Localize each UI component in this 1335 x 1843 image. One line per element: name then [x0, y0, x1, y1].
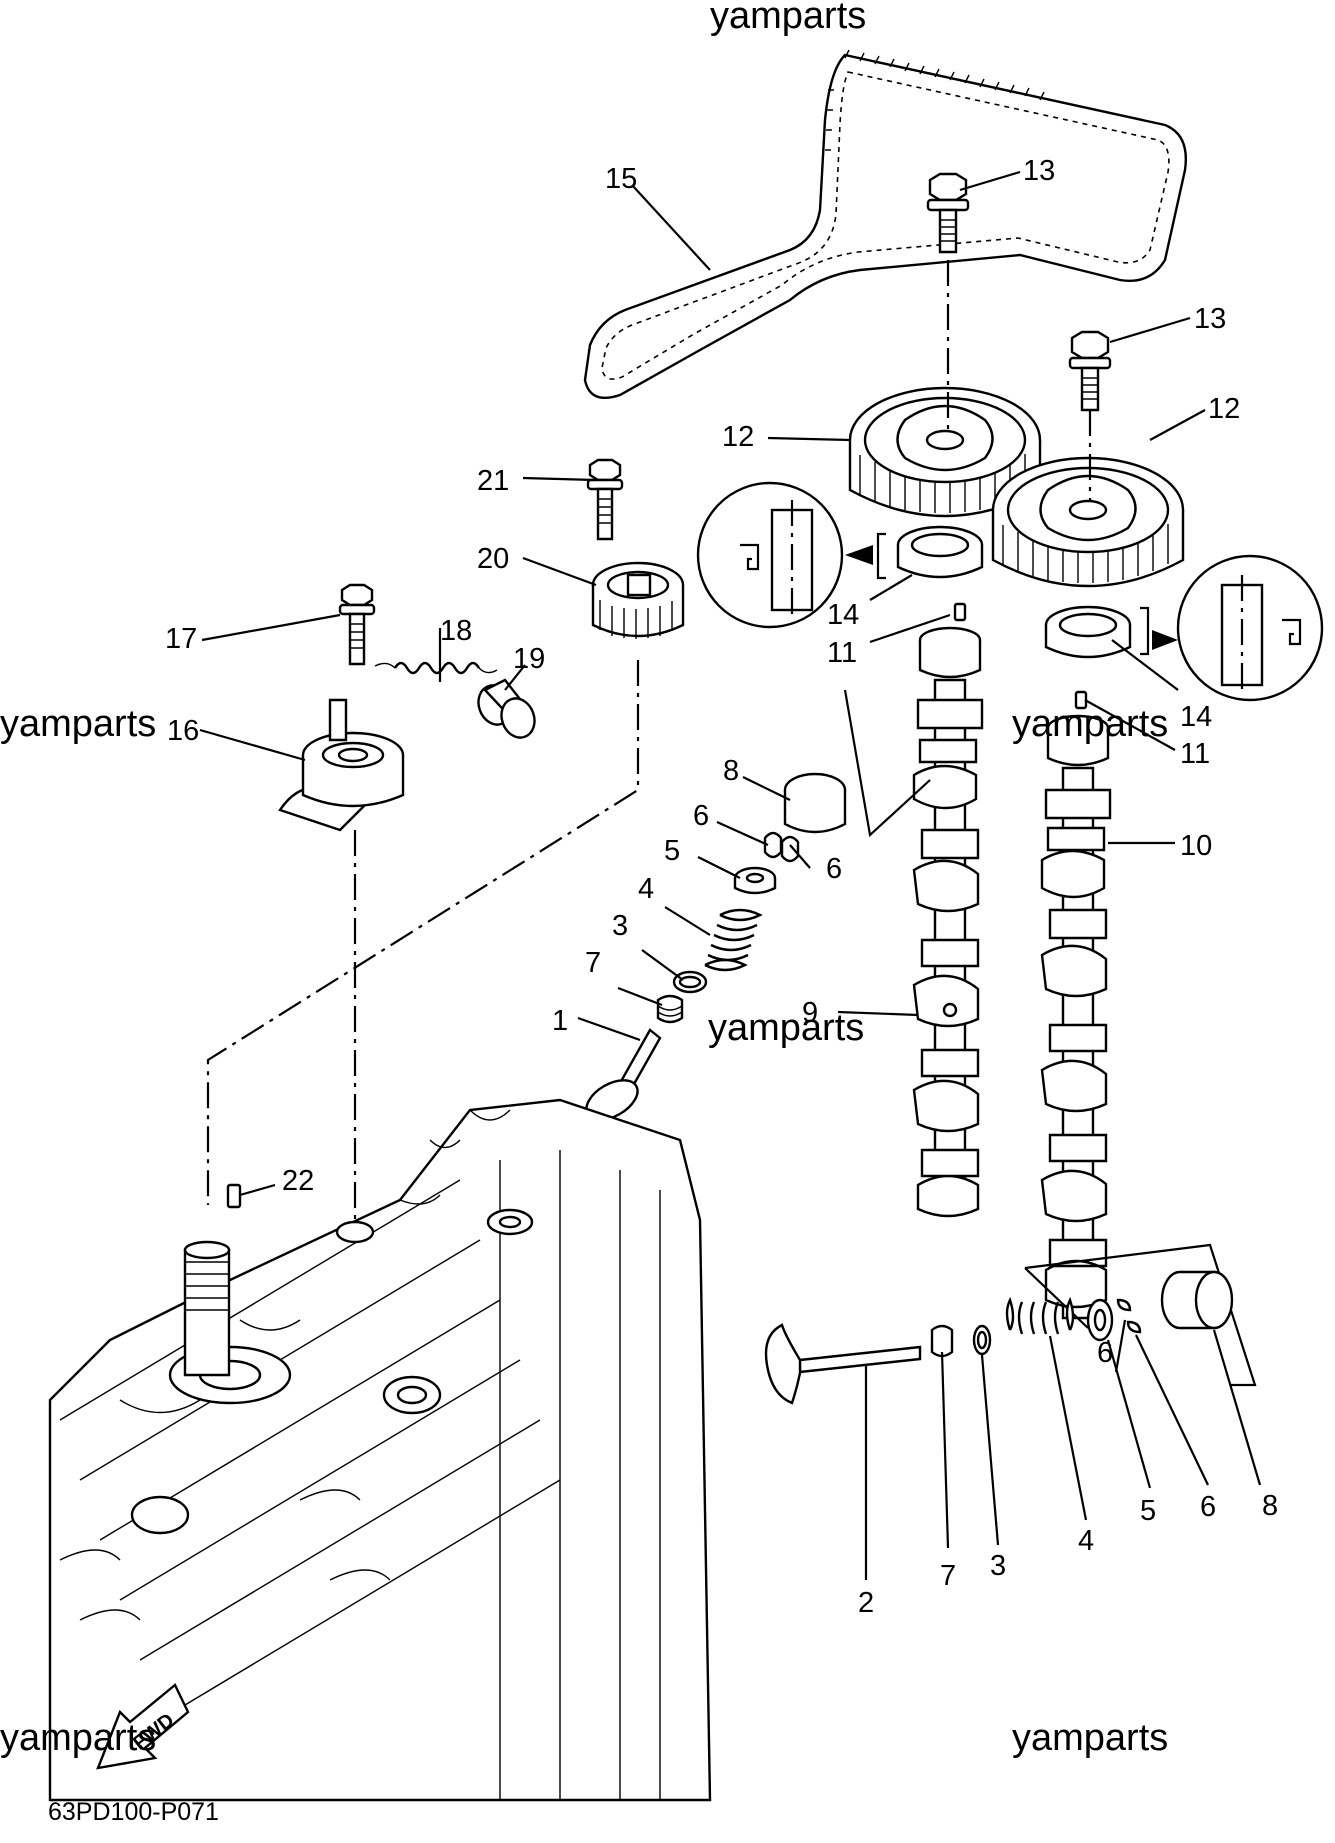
- belt-teeth: [825, 49, 1045, 151]
- intake-valve[interactable]: [764, 1323, 922, 1405]
- tensioner-spring[interactable]: [374, 661, 498, 675]
- valve-cotter-lower[interactable]: [1116, 1298, 1142, 1334]
- callout-11-right[interactable]: 11: [1180, 738, 1210, 770]
- valve-stem-seal-lower[interactable]: [930, 1324, 954, 1358]
- callout-8-lower[interactable]: 8: [1262, 1490, 1278, 1522]
- camshaft-exhaust[interactable]: [912, 602, 984, 1218]
- cam-sprocket-left[interactable]: [848, 386, 1042, 518]
- callout-1[interactable]: 1: [552, 1005, 568, 1037]
- watermark-bottom-left: yamparts: [0, 1717, 156, 1759]
- callout-4-lower[interactable]: 4: [1078, 1525, 1094, 1557]
- callout-19[interactable]: 19: [513, 643, 545, 675]
- valve-spring-seat-lower[interactable]: [972, 1324, 992, 1356]
- callout-13-upper[interactable]: 13: [1023, 155, 1055, 187]
- callout-6-upper-right[interactable]: 6: [826, 853, 842, 885]
- crankshaft-pulley[interactable]: [591, 561, 685, 639]
- tensioner-damper[interactable]: [473, 678, 540, 742]
- diagram-code: 63PD100-P071: [48, 1798, 219, 1826]
- callout-7-upper[interactable]: 7: [585, 947, 601, 979]
- callout-15[interactable]: 15: [605, 163, 637, 195]
- cam-sprocket-bolt-lower[interactable]: [1068, 330, 1112, 412]
- valve-spring-upper[interactable]: [704, 908, 763, 972]
- timing-belt[interactable]: [583, 49, 1187, 400]
- watermark-left: yamparts: [0, 703, 156, 745]
- valve-spring-lower[interactable]: [1005, 1296, 1075, 1335]
- valve-spring-retainer-upper[interactable]: [733, 866, 777, 895]
- callout-4-upper[interactable]: 4: [638, 873, 654, 905]
- pulley-link-line: [206, 660, 640, 1205]
- callout-7-lower[interactable]: 7: [940, 1560, 956, 1592]
- callout-labels: 15 13 13 12 12 21 20 14 11 14 11 17 18 1…: [165, 155, 1278, 1619]
- callout-14-left[interactable]: 14: [827, 599, 859, 631]
- callout-18[interactable]: 18: [440, 615, 472, 647]
- valve-lifter-lower[interactable]: [1160, 1270, 1234, 1330]
- exhaust-valve-group-link: [843, 689, 931, 838]
- dowel-pin[interactable]: [226, 1183, 242, 1209]
- pulley-bolt[interactable]: [586, 458, 624, 541]
- cylinder-block: [48, 1098, 712, 1802]
- callout-20[interactable]: 20: [477, 543, 509, 575]
- callout-6-lower-top[interactable]: 6: [1097, 1337, 1113, 1369]
- oil-seal-right[interactable]: [1044, 605, 1132, 659]
- valve-stem-seal-upper[interactable]: [656, 994, 684, 1024]
- callout-5-upper[interactable]: 5: [664, 835, 680, 867]
- oil-seal-detail-right: [1140, 554, 1324, 702]
- callout-9[interactable]: 9: [802, 997, 818, 1029]
- callout-3-lower[interactable]: 3: [990, 1550, 1006, 1582]
- callout-12-right[interactable]: 12: [1208, 393, 1240, 425]
- callout-6-lower[interactable]: 6: [1200, 1491, 1216, 1523]
- oil-seal-left[interactable]: [896, 525, 984, 579]
- callout-12-left[interactable]: 12: [722, 421, 754, 453]
- callout-8-upper[interactable]: 8: [723, 755, 739, 787]
- tensioner-bolt[interactable]: [338, 583, 376, 666]
- valve-spring-retainer-lower[interactable]: [1086, 1298, 1114, 1342]
- callout-13-lower[interactable]: 13: [1194, 303, 1226, 335]
- callout-3-upper[interactable]: 3: [612, 910, 628, 942]
- oil-seal-detail-left: [696, 481, 886, 629]
- watermarks: yamparts yamparts yamparts yamparts yamp…: [0, 0, 1168, 1759]
- valve-cotter-upper[interactable]: [763, 831, 800, 863]
- callout-5-lower[interactable]: 5: [1140, 1495, 1156, 1527]
- cam-sprocket-right[interactable]: [991, 456, 1185, 588]
- callout-6-upper-left[interactable]: 6: [693, 800, 709, 832]
- watermark-top: yamparts: [710, 0, 866, 37]
- watermark-center: yamparts: [708, 1007, 864, 1049]
- intake-valve-group-link: [1024, 1243, 1257, 1387]
- callout-11-left[interactable]: 11: [827, 637, 857, 669]
- valve-spring-seat-upper[interactable]: [672, 970, 708, 994]
- valve-lifter-upper[interactable]: [783, 772, 847, 834]
- callout-16[interactable]: 16: [167, 715, 199, 747]
- callout-17[interactable]: 17: [165, 623, 197, 655]
- watermark-bottom-right: yamparts: [1012, 1717, 1168, 1759]
- callout-14-right[interactable]: 14: [1180, 701, 1212, 733]
- callout-22[interactable]: 22: [282, 1165, 314, 1197]
- leader-lines: [199, 170, 1262, 1580]
- callout-21[interactable]: 21: [477, 465, 509, 497]
- callout-10[interactable]: 10: [1180, 830, 1212, 862]
- watermark-right: yamparts: [1012, 703, 1168, 745]
- callout-2[interactable]: 2: [858, 1587, 874, 1619]
- belt-tensioner[interactable]: [278, 698, 405, 832]
- cam-sprocket-bolt-upper[interactable]: [926, 172, 970, 254]
- camshaft-intake[interactable]: [1040, 690, 1112, 1320]
